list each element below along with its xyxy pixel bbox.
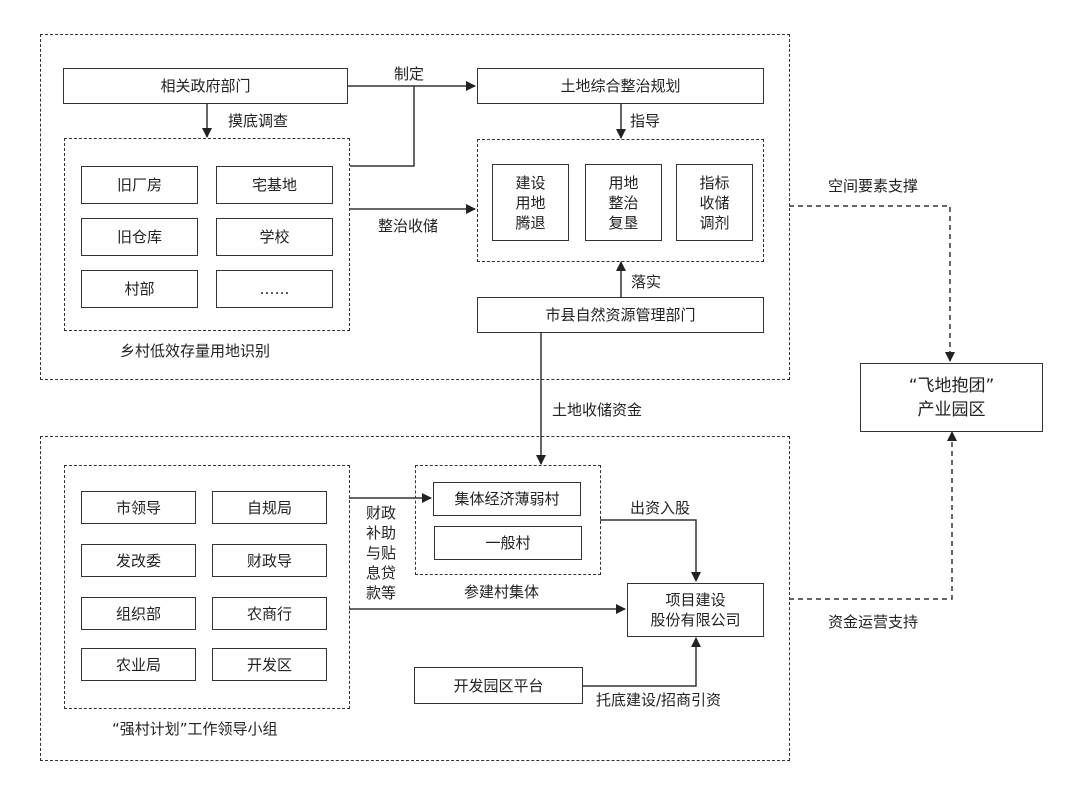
label-capital-support: 资金运营支持 bbox=[828, 613, 919, 631]
measures-group-frame bbox=[477, 139, 764, 262]
label-survey: 摸底调查 bbox=[228, 112, 289, 130]
measure-item[interactable]: 用地 整治 复垦 bbox=[585, 164, 662, 241]
line-identify-to-formulate bbox=[350, 86, 415, 167]
leader-item[interactable]: 农业局 bbox=[81, 648, 196, 681]
label-space-support: 空间要素支撑 bbox=[828, 177, 919, 195]
identify-group-caption: 乡村低效存量用地识别 bbox=[120, 342, 271, 360]
leader-item[interactable]: 财政导 bbox=[212, 544, 327, 577]
label-invest: 出资入股 bbox=[630, 499, 691, 517]
village-group-caption: 参建村集体 bbox=[464, 583, 540, 601]
identify-item[interactable]: 村部 bbox=[81, 270, 198, 308]
identify-item[interactable]: …… bbox=[216, 270, 333, 308]
land-plan-box[interactable]: 土地综合整治规划 bbox=[477, 68, 764, 104]
arrow-bottom-to-park bbox=[789, 431, 957, 600]
leader-item[interactable]: 自规局 bbox=[212, 491, 327, 524]
leader-item[interactable]: 发改委 bbox=[81, 544, 196, 577]
company-box[interactable]: 项目建设 股份有限公司 bbox=[627, 583, 764, 637]
identify-item[interactable]: 学校 bbox=[216, 218, 333, 256]
village-item-general[interactable]: 一般村 bbox=[434, 526, 582, 560]
label-formulate: 制定 bbox=[394, 65, 425, 83]
village-item-weak[interactable]: 集体经济薄弱村 bbox=[433, 482, 581, 516]
identify-item[interactable]: 旧厂房 bbox=[81, 166, 198, 204]
measure-item[interactable]: 建设 用地 腾退 bbox=[492, 164, 569, 241]
leader-group-frame bbox=[64, 465, 350, 709]
leader-item[interactable]: 市领导 bbox=[81, 491, 196, 524]
leader-item[interactable]: 农商行 bbox=[212, 597, 327, 630]
top-section-frame bbox=[40, 34, 790, 380]
leader-group-caption: “强村计划”工作领导小组 bbox=[112, 720, 278, 738]
village-group-frame bbox=[415, 465, 601, 575]
arrow-platform-to-company bbox=[583, 637, 701, 687]
bottom-section-frame bbox=[40, 436, 790, 761]
label-land-funds: 土地收储资金 bbox=[552, 401, 643, 419]
identify-group-frame bbox=[64, 138, 350, 331]
label-implement: 落实 bbox=[631, 273, 662, 291]
park-box[interactable]: “飞地抱团” 产业园区 bbox=[860, 363, 1043, 432]
arrow-top-to-park bbox=[789, 205, 955, 362]
leader-item[interactable]: 开发区 bbox=[212, 648, 327, 681]
dev-platform-box[interactable]: 开发园区平台 bbox=[414, 667, 583, 704]
natural-resources-box[interactable]: 市县自然资源管理部门 bbox=[477, 297, 764, 333]
label-guide: 指导 bbox=[630, 112, 661, 130]
label-build: 托底建设/招商引资 bbox=[596, 691, 722, 709]
label-fiscal: 财政补助与贴息贷款等 bbox=[365, 504, 396, 602]
measure-item[interactable]: 指标 收储 调剂 bbox=[676, 164, 753, 241]
gov-depts-box[interactable]: 相关政府部门 bbox=[63, 68, 348, 104]
identify-item[interactable]: 宅基地 bbox=[216, 166, 333, 204]
label-consolidate: 整治收储 bbox=[378, 217, 439, 235]
arrow-villages-to-company bbox=[600, 519, 701, 582]
identify-item[interactable]: 旧仓库 bbox=[81, 218, 198, 256]
leader-item[interactable]: 组织部 bbox=[81, 597, 196, 630]
